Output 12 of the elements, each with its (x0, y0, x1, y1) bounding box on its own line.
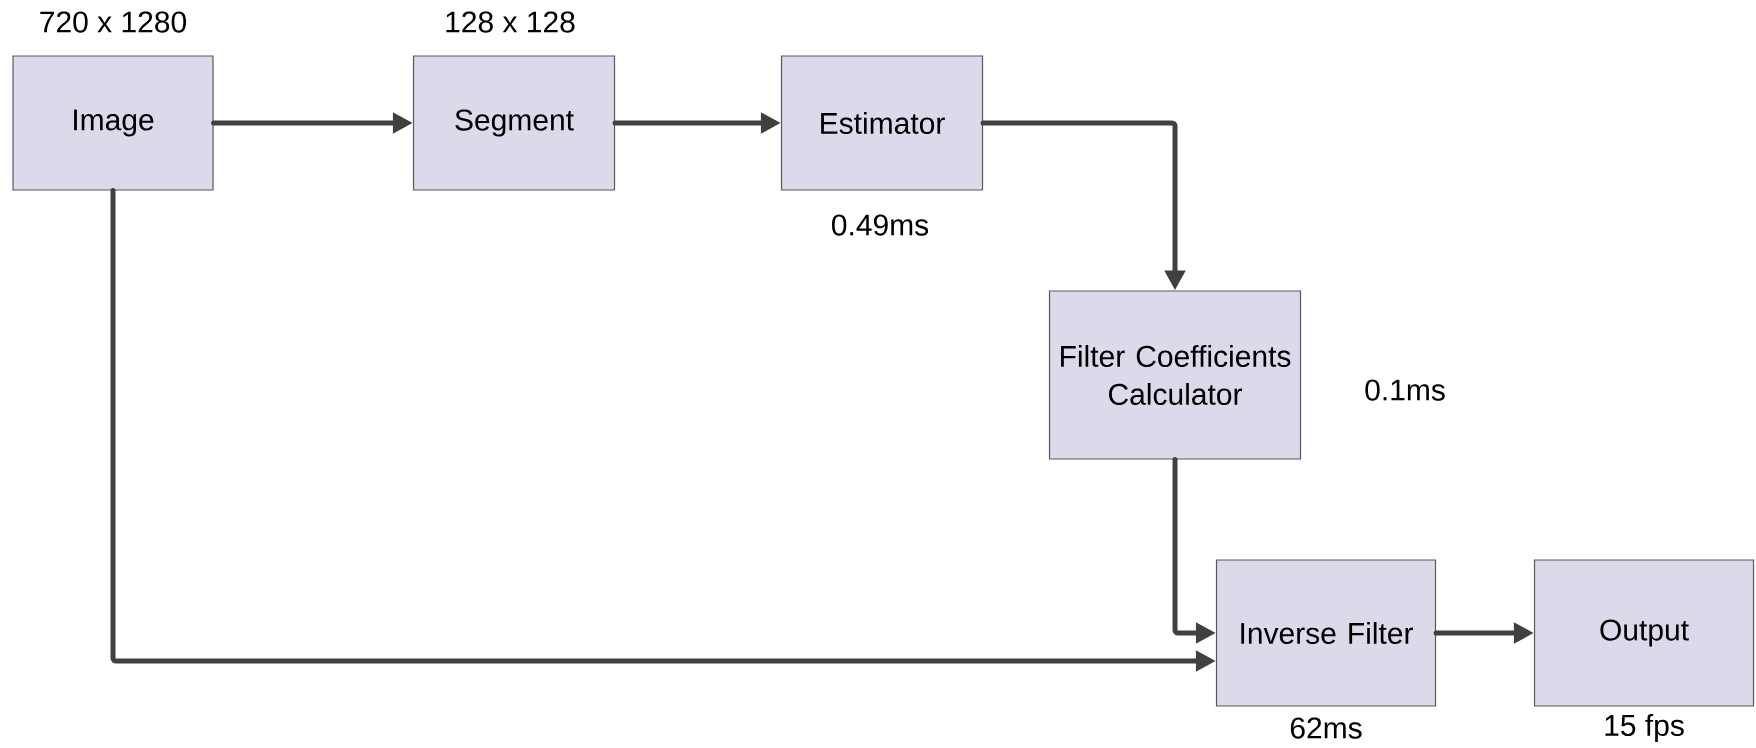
annotation-text: 15 fps (1605, 714, 1684, 742)
process-box: Inverse Filter (1215, 559, 1437, 707)
process-box: Filter Coefficients Calculator (1048, 290, 1302, 460)
annotation-text: 0.1ms (1365, 379, 1445, 401)
process-box: Segment (412, 55, 616, 191)
annotation-text: 0.49ms (832, 214, 929, 236)
annotation-text: 62ms (1290, 717, 1362, 739)
process-box: Output (1533, 559, 1755, 707)
annotation-text: 128 x 128 (446, 11, 575, 33)
process-box: Estimator (780, 55, 984, 191)
process-box: Image (12, 55, 214, 191)
annotation-text: 720 x 1280 (40, 11, 186, 33)
